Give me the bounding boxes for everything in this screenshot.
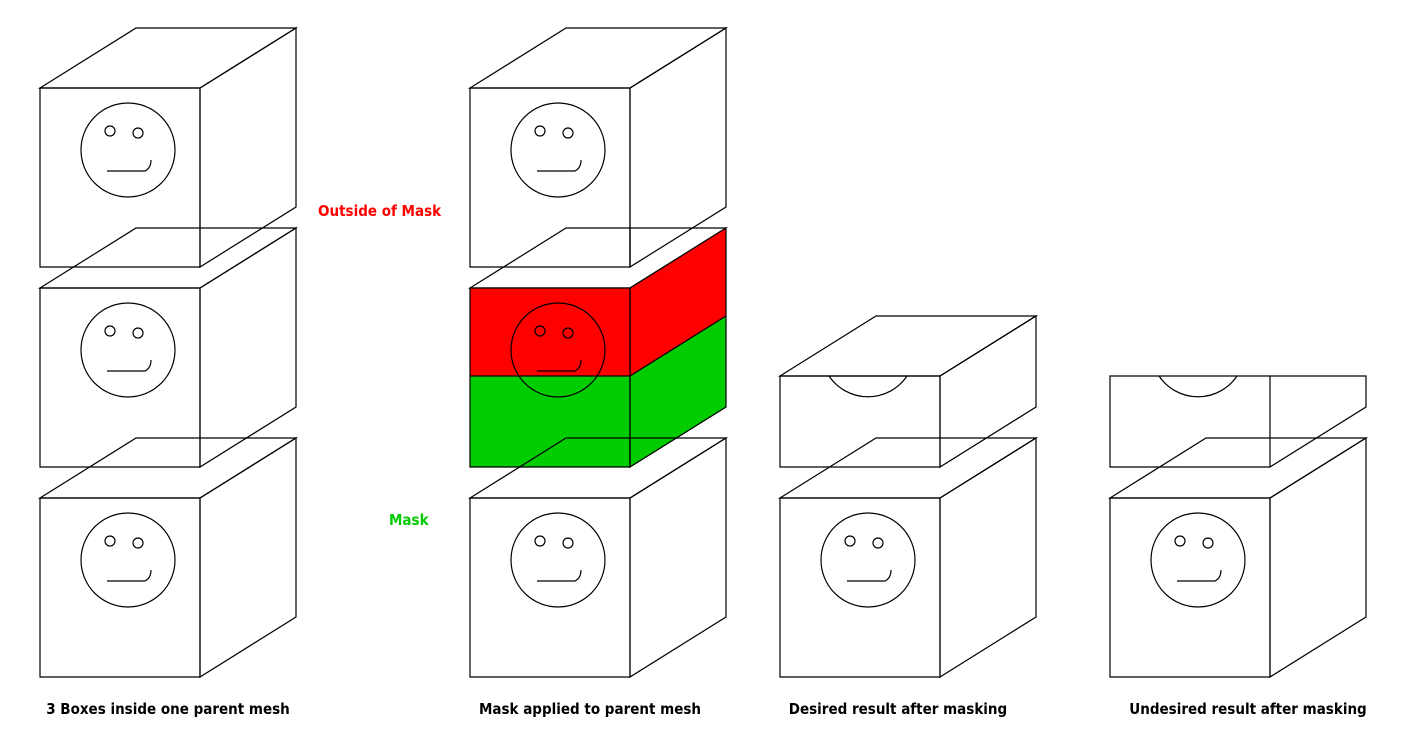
smiley-face: [80, 102, 176, 198]
smiley-face: [510, 302, 606, 398]
panel-parent-mesh: [37, 26, 299, 679]
box-bottom-front-face: [469, 497, 631, 678]
panel-mask-applied: [467, 26, 729, 679]
box-top-side-face: [199, 26, 297, 269]
panel-desired-result: [777, 314, 1039, 679]
panel-undesired-result: [1107, 375, 1369, 679]
smiley-face: [1150, 512, 1246, 608]
smiley-face: [820, 512, 916, 608]
box-middle-front-outside-mask: [470, 288, 630, 376]
smiley-face: [510, 512, 606, 608]
box-bottom: [37, 436, 299, 679]
box-middle-front-inside-mask: [470, 376, 630, 467]
box-bottom-top-face: [37, 437, 299, 499]
box-middle-side-face: [199, 226, 297, 469]
box-top: [37, 26, 299, 269]
box-middle-side-outside-mask: [630, 228, 726, 376]
mask-boundary-line-side: [629, 315, 727, 377]
slab-side-face: [1269, 375, 1367, 468]
slab-top-face: [777, 315, 1039, 377]
box-bottom-front-face: [39, 497, 201, 678]
clipped-slab-closed: [777, 314, 1039, 469]
caption-undesired-result: Undesired result after masking: [1129, 700, 1366, 718]
outside-mask-label: Outside of Mask: [318, 202, 442, 220]
mask-label: Mask: [389, 511, 430, 529]
box-bottom-side-face: [199, 436, 297, 679]
slab-side-face: [939, 314, 1037, 469]
box-top-front-face: [39, 87, 201, 268]
clipped-slab-open: [1109, 375, 1367, 468]
smiley-face-clipped: [828, 375, 908, 398]
box-top-front-face: [469, 87, 631, 268]
box-bottom-top-face: [777, 437, 1039, 499]
slab-front-face: [779, 375, 941, 468]
box-top-top-face: [467, 27, 729, 89]
box-bottom: [777, 436, 1039, 679]
box-middle-split: [467, 226, 729, 469]
box-middle: [37, 226, 299, 469]
caption-parent-mesh: 3 Boxes inside one parent mesh: [46, 700, 290, 718]
box-middle-top-face: [37, 227, 299, 289]
box-bottom-front-face: [779, 497, 941, 678]
box-middle-front-face: [39, 287, 201, 468]
box-bottom-front-face: [1109, 497, 1271, 678]
slab-front-face: [1109, 375, 1271, 468]
box-bottom-side-face: [939, 436, 1037, 679]
box-bottom-side-face: [629, 436, 727, 679]
box-bottom-inside-mask: [467, 436, 729, 679]
box-top-side-face: [629, 26, 727, 269]
caption-mask-applied: Mask applied to parent mesh: [479, 700, 701, 718]
smiley-face-clipped: [1158, 375, 1238, 398]
box-top-top-face: [37, 27, 299, 89]
box-top-outside-mask: [467, 26, 729, 269]
caption-desired-result: Desired result after masking: [789, 700, 1007, 718]
smiley-face: [80, 302, 176, 398]
box-bottom-top-face: [1107, 437, 1369, 499]
box-middle-side-outline: [629, 226, 727, 469]
box-bottom: [1107, 436, 1369, 679]
smiley-face: [510, 102, 606, 198]
box-middle-side-inside-mask: [630, 316, 726, 467]
box-bottom-side-face: [1269, 436, 1367, 679]
smiley-face: [80, 512, 176, 608]
